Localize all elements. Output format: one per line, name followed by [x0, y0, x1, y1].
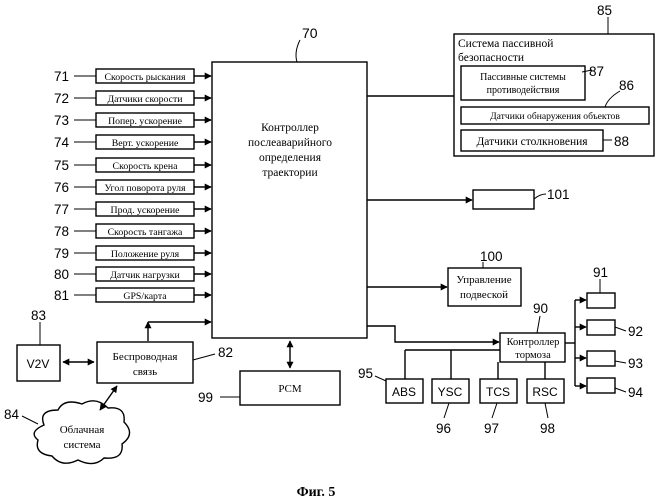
- brake-output-92-box: [587, 320, 615, 335]
- brake-label-line-1: Контроллер: [507, 337, 560, 348]
- sensor-label-lateral-accel: Попер. ускорение: [108, 116, 183, 127]
- ref-78: 78: [54, 224, 69, 239]
- brake-label-line-2: тормоза: [515, 350, 551, 361]
- cloud-label-line-1: Облачная: [60, 424, 105, 436]
- ref-100: 100: [480, 249, 503, 264]
- sensor-label-steering-position: Положение руля: [111, 249, 180, 260]
- controller-label-line-1: Контроллер: [261, 122, 319, 134]
- ref-70: 70: [302, 25, 318, 41]
- ref-74: 74: [54, 135, 70, 150]
- sensor-label-load: Датчик нагрузки: [110, 270, 180, 281]
- ref-80: 80: [54, 267, 69, 282]
- ref-75: 75: [54, 158, 69, 173]
- ref-99: 99: [198, 390, 213, 405]
- countermeasures-label-line-1: Пассивные системы: [480, 72, 566, 83]
- arrow-to-brake: [367, 326, 499, 342]
- ref-92: 92: [628, 324, 643, 339]
- ref-90: 90: [533, 301, 548, 316]
- arrow-cloud-wireless: [100, 386, 117, 410]
- controller-label-line-2: послеаварийного: [248, 137, 332, 149]
- brake-output-93-box: [587, 351, 615, 366]
- ref-101: 101: [547, 187, 570, 202]
- ref-86: 86: [619, 78, 634, 93]
- countermeasures-label-line-2: противодействия: [487, 85, 560, 96]
- sensor-label-speed: Датчики скорости: [107, 94, 183, 105]
- controller-label-line-3: определения: [259, 152, 322, 164]
- ysc-label: YSC: [438, 385, 463, 399]
- abs-label: ABS: [392, 385, 416, 399]
- rsc-label: RSC: [532, 385, 558, 399]
- passive-safety-title-line-1: Система пассивной: [458, 38, 553, 50]
- suspension-label-line-2: подвеской: [460, 289, 508, 301]
- ref-77: 77: [54, 202, 69, 217]
- ref-85: 85: [597, 3, 612, 18]
- sensor-label-roll-rate: Скорость крена: [113, 161, 179, 172]
- sensor-label-yaw-rate: Скорость рыскания: [104, 72, 186, 83]
- ref-93: 93: [628, 356, 643, 371]
- ref-71: 71: [54, 69, 69, 84]
- leader-82: [193, 354, 215, 360]
- collision-sensors-label: Датчики столкновения: [476, 136, 588, 148]
- ref-97: 97: [484, 421, 499, 436]
- sensor-label-longitudinal-accel: Прод. ускорение: [111, 205, 181, 216]
- ref-87: 87: [589, 64, 604, 79]
- sensor-arrows: [194, 76, 211, 295]
- wireless-label-line-1: Беспроводная: [113, 351, 178, 363]
- ref-82: 82: [218, 345, 233, 360]
- ref-91: 91: [593, 265, 608, 280]
- sensor-label-steering-angle: Угол поворота руля: [104, 183, 186, 194]
- leader-84: [22, 416, 38, 424]
- leader-94: [615, 388, 626, 392]
- sensor-leaders: [74, 76, 96, 295]
- ref-81: 81: [54, 288, 69, 303]
- ref-79: 79: [54, 246, 69, 261]
- ref-83: 83: [31, 308, 46, 323]
- leader-97: [492, 403, 497, 418]
- controller-label-line-4: траектории: [262, 167, 317, 179]
- ref-76: 76: [54, 180, 69, 195]
- leader-101: [534, 194, 546, 199]
- wireless-label-line-2: связь: [133, 366, 157, 378]
- v2v-label: V2V: [27, 357, 50, 371]
- ref-95: 95: [358, 366, 373, 381]
- suspension-label-line-1: Управление: [456, 274, 511, 286]
- cloud-label-line-2: система: [63, 439, 100, 451]
- sensor-label-gps-map: GPS/карта: [123, 291, 167, 302]
- leader-86: [605, 91, 620, 107]
- leader-96: [444, 403, 449, 418]
- leader-70: [296, 40, 300, 62]
- leader-90: [537, 316, 540, 333]
- ref-73: 73: [54, 113, 69, 128]
- brake-output-94-box: [587, 378, 615, 393]
- ref-88: 88: [614, 134, 629, 149]
- object-detection-label: Датчики обнаружения объектов: [490, 111, 620, 122]
- ref-84: 84: [4, 407, 20, 422]
- pcm-label: PCM: [278, 383, 301, 395]
- tcs-label: TCS: [486, 385, 510, 399]
- leader-95: [375, 376, 386, 381]
- leader-92: [615, 327, 626, 331]
- leader-93: [615, 361, 626, 363]
- ref-98: 98: [540, 421, 555, 436]
- module-101-box: [473, 190, 534, 209]
- trajectory-controller-box: [212, 62, 367, 338]
- sensor-label-pitch-rate: Скорость тангажа: [108, 227, 183, 238]
- ref-96: 96: [436, 421, 451, 436]
- ref-94: 94: [628, 385, 644, 400]
- figure-caption: Фиг. 5: [297, 485, 336, 500]
- brake-output-91-box: [587, 293, 615, 308]
- passive-safety-title-line-2: безопасности: [458, 52, 524, 64]
- sensor-label-vertical-accel: Верт. ускорение: [112, 138, 179, 149]
- ref-72: 72: [54, 91, 69, 106]
- leader-98: [545, 403, 548, 418]
